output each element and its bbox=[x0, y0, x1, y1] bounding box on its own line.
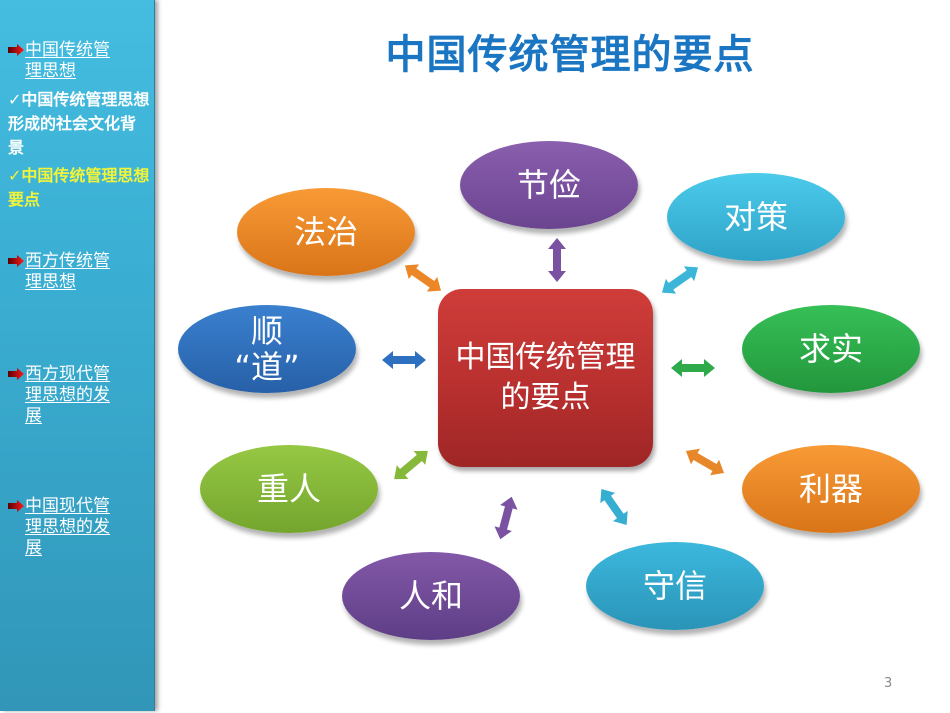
node-duice: 对策 bbox=[667, 173, 845, 261]
node-label: 法治 bbox=[293, 213, 358, 251]
sidebar-item-label: 西方现代管理思想的发展 bbox=[25, 364, 110, 426]
node-label: 人和 bbox=[398, 577, 463, 615]
page-number: 3 bbox=[884, 676, 893, 691]
node-shouxin: 守信 bbox=[586, 542, 764, 630]
node-zhongren: 重人 bbox=[200, 445, 378, 533]
node-fazhi: 法治 bbox=[237, 188, 415, 276]
center-box: 中国传统管理的要点 bbox=[438, 289, 653, 467]
red-arrow-icon bbox=[8, 255, 24, 267]
node-shundao: 顺 “道” bbox=[178, 305, 356, 393]
red-arrow-icon bbox=[8, 368, 24, 380]
node-label: 守信 bbox=[642, 567, 707, 605]
node-label: 利器 bbox=[798, 470, 863, 508]
node-label: 顺 bbox=[250, 312, 283, 350]
sidebar-item-western-modern[interactable]: 西方现代管理思想的发展 bbox=[8, 364, 148, 427]
sidebar-item-western-traditional[interactable]: 西方传统管理思想 bbox=[8, 251, 148, 293]
red-arrow-icon bbox=[8, 44, 24, 56]
node-renhe: 人和 bbox=[342, 552, 520, 640]
node-liqi: 利器 bbox=[742, 445, 920, 533]
sidebar-item-chinese-modern[interactable]: 中国现代管理思想的发展 bbox=[8, 496, 148, 559]
node-label: 对策 bbox=[723, 198, 788, 236]
slide-title: 中国传统管理的要点 bbox=[385, 32, 755, 78]
center-label: 中国传统管理的要点 bbox=[455, 340, 636, 415]
sidebar-item-label: 西方传统管理思想 bbox=[25, 251, 110, 292]
sidebar-subitem-key-points[interactable]: ✓中国传统管理思想要点 bbox=[8, 166, 150, 209]
sidebar-subitem-social-background[interactable]: ✓中国传统管理思想形成的社会文化背景 bbox=[8, 90, 150, 157]
node-jiejian: 节俭 bbox=[460, 141, 638, 229]
red-arrow-icon bbox=[8, 500, 24, 512]
sidebar-item-label: 中国传统管理思想 bbox=[25, 40, 110, 81]
node-qiushi: 求实 bbox=[742, 305, 920, 393]
node-label: “道” bbox=[234, 348, 300, 386]
sidebar-nav: 中国传统管理思想 ✓中国传统管理思想形成的社会文化背景 ✓中国传统管理思想要点 … bbox=[0, 0, 155, 711]
sidebar-item-label: 中国现代管理思想的发展 bbox=[25, 496, 110, 558]
node-label: 节俭 bbox=[516, 166, 581, 204]
node-label: 重人 bbox=[256, 470, 321, 508]
node-label: 求实 bbox=[798, 330, 863, 368]
sidebar-item-chinese-traditional[interactable]: 中国传统管理思想 bbox=[8, 40, 148, 82]
